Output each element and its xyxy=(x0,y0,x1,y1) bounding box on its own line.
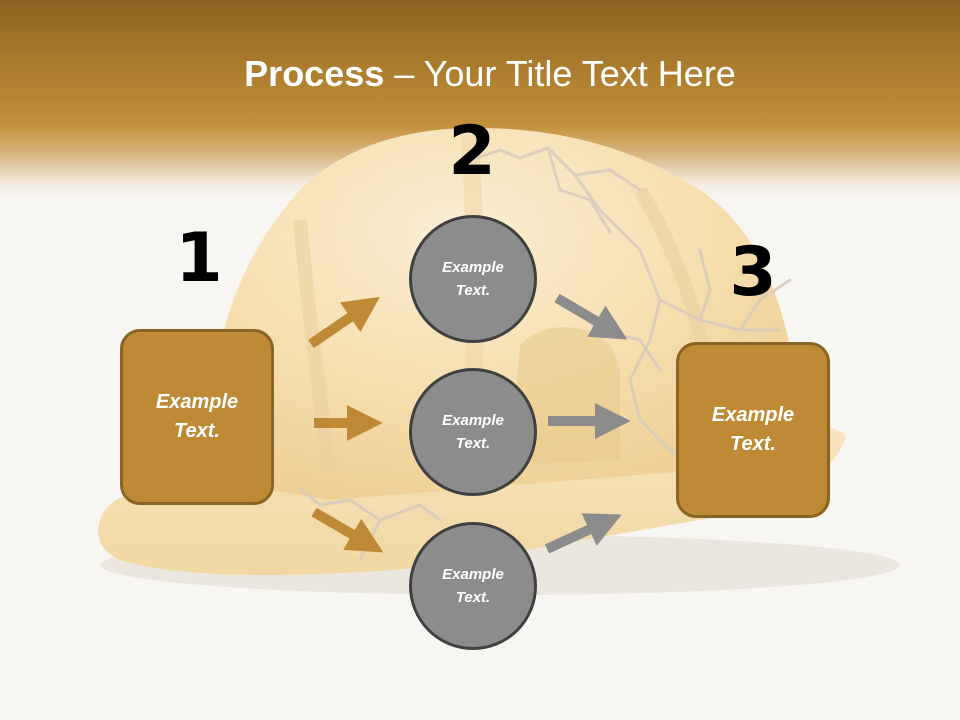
step-2-circle-bottom-text: Example Text. xyxy=(442,563,504,609)
arrow-2-bottom-to-3 xyxy=(544,513,622,554)
step-1-line2: Text. xyxy=(174,420,220,442)
step-2-circle-middle-text: Example Text. xyxy=(442,409,504,455)
step-3-line1: Example xyxy=(711,404,795,426)
step-2-circle-middle-line1: Example xyxy=(442,412,504,429)
step-1-text: Example Text. xyxy=(156,388,238,446)
step-1-box[interactable]: Example Text. xyxy=(120,329,274,505)
slide-title-bold: Process xyxy=(244,53,385,94)
arrow-2-top-to-3 xyxy=(554,293,628,340)
step-2-circle-top[interactable]: Example Text. xyxy=(409,215,537,343)
arrow-1-to-2-bottom xyxy=(311,507,384,553)
step-2-circle-bottom-line1: Example xyxy=(442,566,504,583)
step-3-line2: Text. xyxy=(730,433,776,455)
step-2-circle-middle[interactable]: Example Text. xyxy=(409,368,537,496)
step-number-1: 1 xyxy=(175,219,223,298)
slide-title: Process – Your Title Text Here xyxy=(0,52,960,96)
step-2-circle-top-line1: Example xyxy=(442,259,504,276)
step-2-circle-middle-line2: Text. xyxy=(455,435,491,452)
step-2-circle-bottom[interactable]: Example Text. xyxy=(409,522,537,650)
step-1-line1: Example xyxy=(155,391,239,413)
step-number-3: 3 xyxy=(729,233,777,312)
step-number-2: 2 xyxy=(448,112,496,191)
slide-title-rest: – Your Title Text Here xyxy=(384,53,736,94)
arrow-1-to-2-top xyxy=(308,296,380,349)
step-3-text: Example Text. xyxy=(712,401,794,459)
step-2-circle-bottom-line2: Text. xyxy=(455,589,491,606)
step-2-circle-top-line2: Text. xyxy=(455,282,491,299)
step-3-box[interactable]: Example Text. xyxy=(676,342,830,518)
step-2-circle-top-text: Example Text. xyxy=(442,256,504,302)
